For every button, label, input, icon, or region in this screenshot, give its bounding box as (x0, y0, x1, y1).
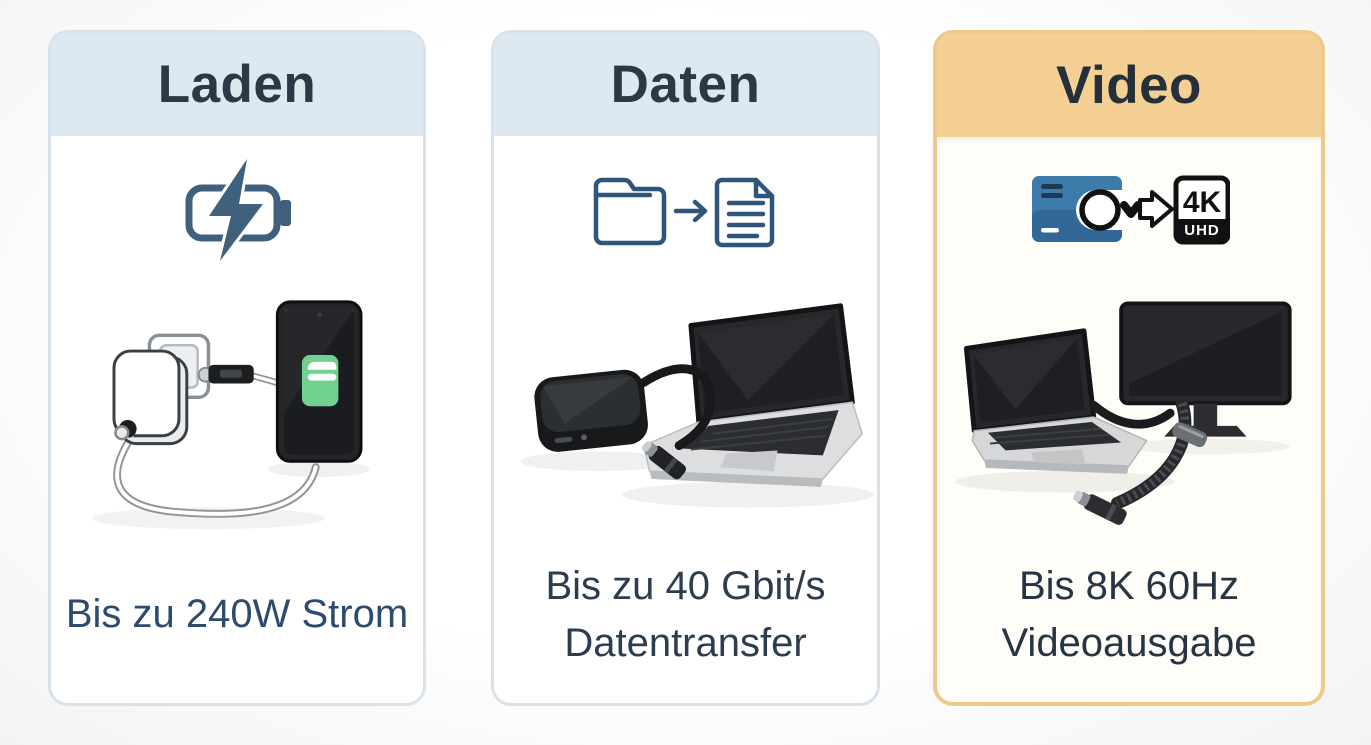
caption-daten: Bis zu 40 Gbit/s Datentransfer (545, 563, 826, 665)
arrow-right-icon (673, 199, 707, 223)
cable-sleeve (1172, 422, 1208, 448)
video-out-4k-icon: 4K UHD (937, 137, 1321, 285)
cable-connector (1073, 490, 1127, 525)
caption-laden: Bis zu 240W Strom (65, 592, 409, 637)
folder-to-file-transfer-icon (494, 136, 877, 284)
4k-uhd-badge: 4K UHD (1173, 175, 1230, 245)
svg-text:4K: 4K (1183, 186, 1222, 219)
smartphone (275, 300, 363, 463)
folder-icon (593, 177, 666, 246)
video-cable (1073, 396, 1208, 525)
card-title-laden: Laden (157, 55, 317, 114)
card-body-video: 4K UHD (937, 137, 1321, 702)
charging-illustration (51, 284, 423, 552)
laptop (642, 303, 864, 487)
battery-charging-icon (51, 136, 423, 284)
external-ssd (534, 369, 648, 452)
feature-card-video: Video (933, 30, 1325, 706)
laptop (963, 328, 1148, 474)
data-transfer-illustration (494, 284, 877, 552)
card-body-laden: Bis zu 240W Strom (51, 136, 423, 703)
svg-text:UHD: UHD (1184, 222, 1220, 239)
card-title-video: Video (1056, 56, 1202, 115)
capture-device-icon (1032, 176, 1142, 242)
usb-connector (197, 364, 254, 384)
feature-card-daten: Daten (491, 30, 880, 706)
external-monitor (1119, 301, 1292, 437)
card-header-daten: Daten (494, 33, 877, 136)
caption-video: Bis 8K 60Hz Videoausgabe (1001, 563, 1257, 665)
usb-cable (639, 364, 716, 480)
video-output-illustration (937, 285, 1321, 553)
document-icon (714, 177, 774, 248)
card-header-laden: Laden (51, 33, 423, 136)
output-arrow-icon (1138, 190, 1174, 228)
wall-charger (112, 349, 189, 446)
card-title-daten: Daten (610, 55, 761, 114)
card-header-video: Video (937, 34, 1321, 137)
feature-card-laden: Laden (48, 30, 426, 706)
battery-status-icon (301, 355, 339, 407)
card-body-daten: Bis zu 40 Gbit/s Datentransfer (494, 136, 877, 703)
